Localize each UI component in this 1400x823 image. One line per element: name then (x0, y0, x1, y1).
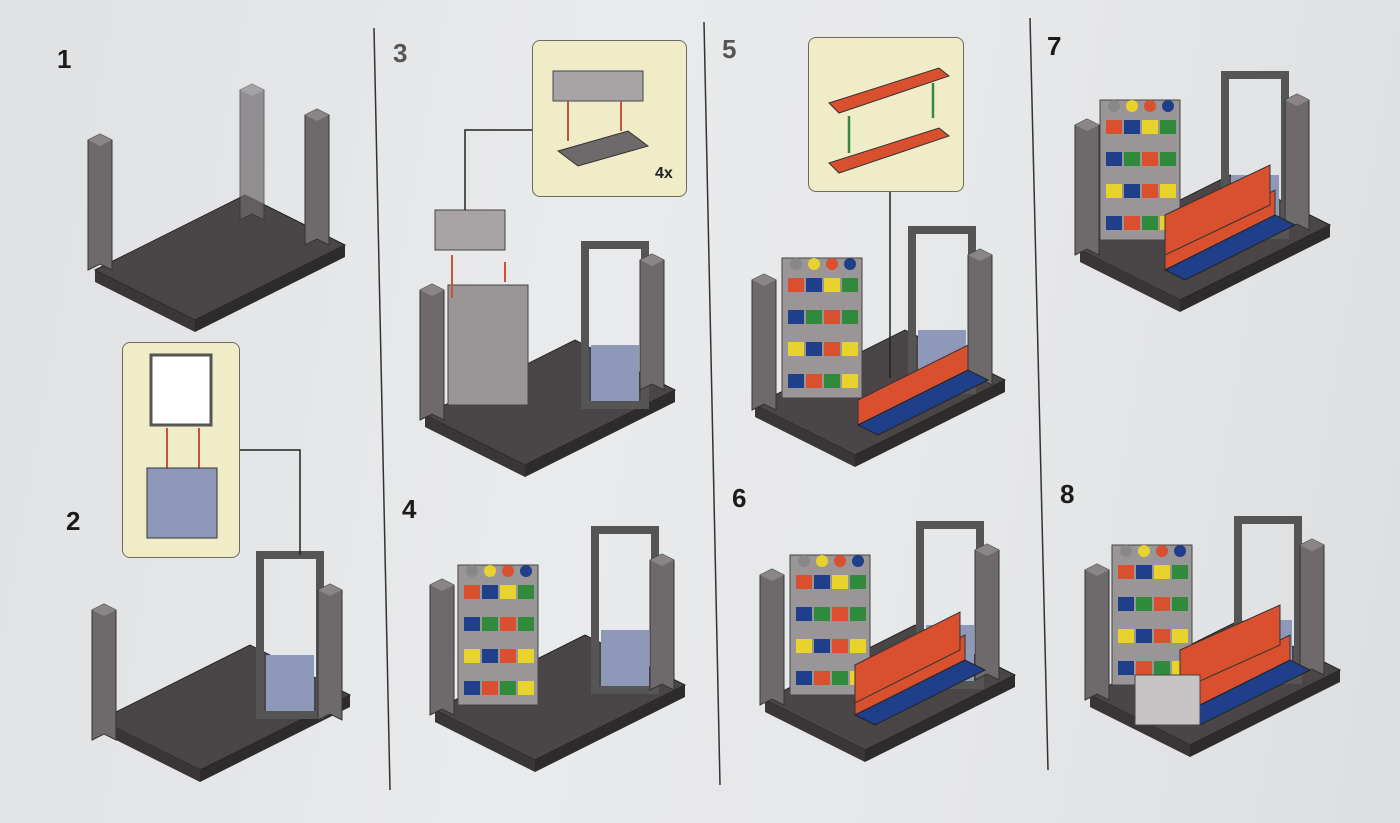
window-frame-assembly-diagram (146, 353, 218, 539)
column-divider (373, 27, 391, 791)
step-number-5: 5 (722, 34, 737, 64)
red-plate-assembly-diagram (828, 67, 951, 174)
column-divider (703, 21, 721, 786)
step-number-1: 1 (57, 44, 72, 74)
column-divider (1029, 17, 1049, 771)
step-number-4: 4 (402, 494, 417, 524)
step-number-7: 7 (1047, 31, 1062, 61)
step-6-model (759, 525, 1016, 763)
step-3-model (419, 129, 676, 478)
step-number-2: 2 (66, 506, 81, 536)
step-2-model (91, 449, 351, 783)
step-5-model (751, 190, 1006, 468)
step-number-3: 3 (393, 38, 408, 68)
step-number-8: 8 (1060, 479, 1075, 509)
step-number-6: 6 (732, 483, 747, 513)
step-3-callout: 4x (532, 40, 687, 197)
step-7-model (1074, 75, 1331, 313)
step-8-model (1084, 520, 1341, 758)
step-1-model (87, 83, 346, 333)
step-2-callout (122, 342, 240, 558)
quantity-label: 4x (655, 165, 673, 182)
step-5-callout (808, 37, 964, 192)
step-4-model (429, 530, 686, 773)
shelf-bracket-assembly-diagram (552, 70, 650, 167)
